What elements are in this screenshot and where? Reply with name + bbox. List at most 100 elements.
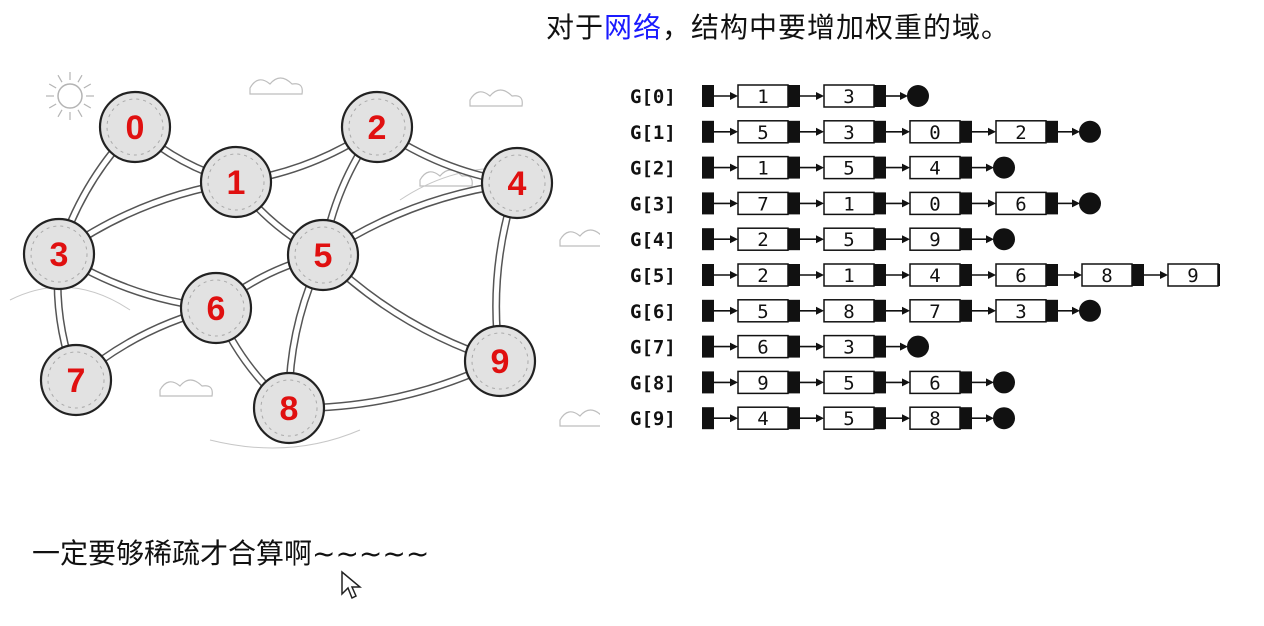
adj-row-0: G[0] 1 3 — [630, 84, 929, 108]
adj-row-label: G[0] — [630, 86, 676, 108]
node-label: 6 — [207, 290, 226, 328]
null-terminator — [1079, 120, 1101, 143]
adj-row-label: G[3] — [630, 193, 676, 215]
list-node-value: 1 — [757, 86, 768, 108]
list-node-value: 5 — [843, 158, 854, 180]
null-terminator — [993, 407, 1015, 430]
adj-row-label: G[4] — [630, 229, 676, 251]
list-node: 1 — [823, 191, 886, 215]
cloud-doodle — [559, 229, 600, 247]
list-node: 1 — [737, 84, 800, 108]
list-node-value: 3 — [843, 86, 854, 108]
graph-node-8: 8 — [252, 371, 326, 445]
list-node-value: 4 — [757, 408, 768, 430]
node-label: 9 — [491, 343, 510, 381]
cloud-doodle — [559, 409, 600, 427]
adj-row-label: G[7] — [630, 337, 676, 359]
adj-row-label: G[6] — [630, 301, 676, 323]
list-node: 4 — [737, 406, 800, 430]
list-node: 5 — [737, 120, 800, 144]
node-label: 8 — [280, 390, 299, 428]
list-node-value: 7 — [929, 301, 940, 323]
list-node-value: 2 — [1015, 122, 1026, 144]
head-pointer-block — [702, 156, 714, 179]
node-label: 5 — [314, 237, 333, 275]
head-pointer-block — [702, 371, 714, 394]
list-node-value: 3 — [843, 337, 854, 359]
list-node: 1 — [737, 155, 800, 180]
node-label: 4 — [508, 165, 527, 203]
list-node-value: 0 — [929, 122, 940, 144]
list-node-value: 8 — [929, 408, 940, 430]
list-node: 4 — [909, 263, 972, 287]
list-node: 4 — [909, 155, 972, 180]
adj-row-7: G[7] 6 3 — [630, 334, 929, 359]
list-node: 5 — [737, 299, 800, 323]
head-pointer-block — [702, 407, 714, 430]
graph-node-7: 7 — [39, 343, 113, 417]
node-label: 3 — [50, 236, 69, 274]
list-node-value: 5 — [843, 229, 854, 251]
list-node: 7 — [909, 299, 972, 323]
list-node: 0 — [909, 191, 972, 215]
bottom-note: 一定要够稀疏才合算啊~~~~~ — [32, 537, 430, 570]
graph-node-5: 5 — [286, 218, 360, 292]
roads — [53, 123, 521, 413]
list-node: 3 — [995, 299, 1058, 323]
list-node-value: 6 — [1015, 265, 1026, 287]
list-node: 5 — [823, 406, 886, 430]
graph-node-3: 3 — [22, 217, 96, 291]
graph-node-1: 1 — [199, 145, 273, 219]
list-node-value: 2 — [757, 229, 768, 251]
head-pointer-block — [702, 85, 714, 107]
null-terminator — [907, 335, 929, 358]
list-node: 6 — [995, 191, 1058, 215]
list-node-value: 9 — [757, 372, 768, 394]
list-node-value: 4 — [929, 265, 940, 287]
top-cut-off-text — [60, 0, 360, 8]
list-node-value: 1 — [757, 158, 768, 180]
list-node-value: 0 — [929, 193, 940, 215]
list-node: 6 — [737, 334, 800, 359]
graph-node-9: 9 — [463, 324, 537, 398]
node-label: 1 — [227, 164, 246, 202]
graph-node-2: 2 — [340, 90, 414, 164]
list-node-value: 4 — [929, 158, 940, 180]
list-node: 9 — [909, 227, 972, 251]
node-label: 0 — [126, 109, 145, 147]
list-node: 6 — [909, 370, 972, 394]
cloud-doodle — [469, 89, 523, 107]
list-node-value: 2 — [757, 265, 768, 287]
list-node: 5 — [823, 155, 886, 180]
list-node: 5 — [823, 370, 886, 394]
list-node: 0 — [909, 120, 972, 144]
list-node-value: 1 — [843, 265, 854, 287]
list-node: 8 — [909, 406, 972, 430]
list-node: 9 — [737, 370, 800, 394]
list-node: 6 — [995, 263, 1058, 287]
head-pointer-block — [702, 120, 714, 143]
list-node: 2 — [995, 120, 1058, 144]
list-node: 7 — [737, 191, 800, 215]
list-node-value: 9 — [1187, 265, 1198, 287]
graph-node-0: 0 — [98, 90, 172, 164]
adj-row-label: G[2] — [630, 158, 676, 180]
cloud-doodle — [249, 77, 303, 95]
head-pointer-block — [702, 228, 714, 251]
adj-row-label: G[1] — [630, 122, 676, 144]
null-terminator — [1079, 299, 1101, 322]
list-node: 8 — [823, 299, 886, 323]
list-node-value: 8 — [843, 301, 854, 323]
adj-row-4: G[4] 2 5 9 — [630, 227, 1015, 251]
list-node-value: 6 — [929, 372, 940, 394]
list-node-value: 5 — [757, 122, 768, 144]
head-pointer-block — [702, 264, 714, 286]
head-pointer-block — [702, 335, 714, 358]
null-terminator — [1079, 192, 1101, 215]
list-node-value: 8 — [1101, 265, 1112, 287]
cloud-doodle — [159, 379, 213, 397]
